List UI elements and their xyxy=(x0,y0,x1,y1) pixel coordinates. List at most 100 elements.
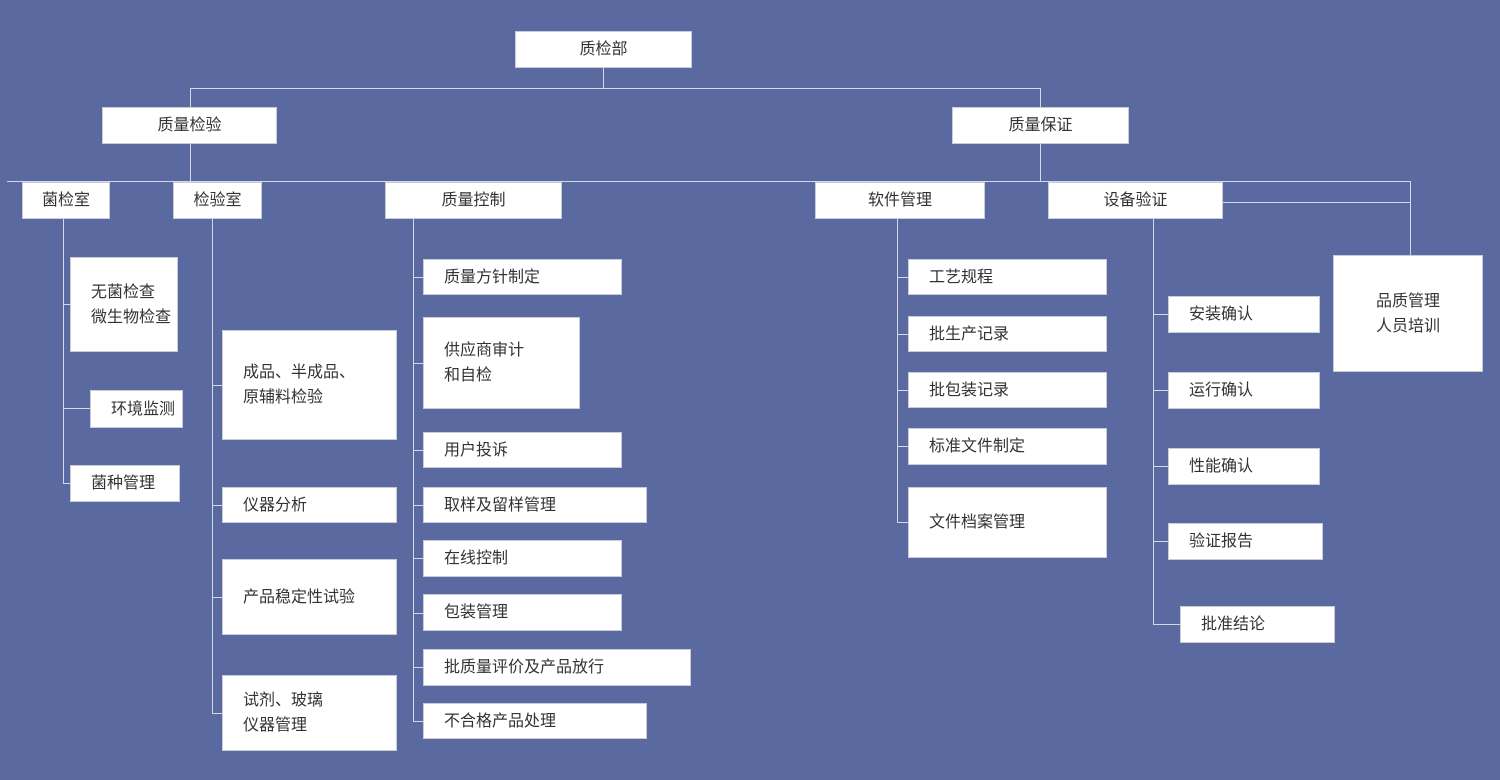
connector-line xyxy=(413,277,423,278)
connector-line xyxy=(897,522,908,523)
connector-line xyxy=(1153,541,1168,542)
node-packaging-management: 包装管理 xyxy=(423,594,622,631)
node-dept-quality-inspection: 质检部 xyxy=(515,31,692,68)
connector-line xyxy=(63,483,70,484)
connector-line xyxy=(1223,202,1410,203)
node-label: 试剂、玻璃 仪器管理 xyxy=(243,692,324,734)
connector-line xyxy=(413,505,423,506)
connector-line xyxy=(897,390,908,391)
node-product-stability-test: 产品稳定性试验 xyxy=(222,559,397,635)
node-reagent-glassware-management: 试剂、玻璃 仪器管理 xyxy=(222,675,397,751)
connector-line xyxy=(1153,219,1154,625)
node-label: 产品稳定性试验 xyxy=(243,588,356,606)
connector-line xyxy=(190,88,1041,89)
node-label: 菌种管理 xyxy=(91,475,156,492)
node-label: 质量控制 xyxy=(441,192,506,209)
node-label: 质量保证 xyxy=(1008,117,1073,134)
node-label: 成品、半成品、 原辅料检验 xyxy=(243,364,356,406)
node-label: 无菌检查 微生物检查 xyxy=(91,283,172,326)
connector-line xyxy=(603,68,604,89)
connector-line xyxy=(413,613,423,614)
node-instrument-analysis: 仪器分析 xyxy=(222,487,397,523)
connector-line xyxy=(190,144,191,182)
node-sterility-microbe-check: 无菌检查 微生物检查 xyxy=(70,257,178,352)
connector-line xyxy=(212,505,222,506)
connector-line xyxy=(63,408,90,409)
node-label: 质检部 xyxy=(579,41,628,58)
node-label: 质量检验 xyxy=(157,117,222,134)
node-batch-evaluation-release: 批质量评价及产品放行 xyxy=(423,649,691,686)
node-quality-testing: 质量检验 xyxy=(102,107,277,144)
node-online-control: 在线控制 xyxy=(423,540,622,577)
node-quality-policy-making: 质量方针制定 xyxy=(423,259,622,295)
node-label: 供应商审计 和自检 xyxy=(444,342,525,384)
node-software-management: 软件管理 xyxy=(815,182,985,219)
node-quality-personnel-training: 品质管理 人员培训 xyxy=(1333,255,1483,372)
node-label: 检验室 xyxy=(193,192,242,209)
connector-line xyxy=(897,277,908,278)
connector-line xyxy=(413,667,423,668)
connector-line xyxy=(63,219,64,484)
node-validation-report: 验证报告 xyxy=(1168,523,1323,560)
node-label: 品质管理 人员培训 xyxy=(1375,292,1440,335)
node-label: 验证报告 xyxy=(1189,533,1254,550)
node-nonconforming-product-handling: 不合格产品处理 xyxy=(423,703,647,739)
node-label: 工艺规程 xyxy=(929,268,994,286)
node-batch-packaging-records: 批包装记录 xyxy=(908,372,1107,408)
node-label: 在线控制 xyxy=(444,550,509,567)
node-label: 运行确认 xyxy=(1189,382,1254,399)
node-process-regulations: 工艺规程 xyxy=(908,259,1107,295)
node-label: 批包装记录 xyxy=(929,381,1010,399)
node-operation-qualification: 运行确认 xyxy=(1168,372,1320,409)
node-approval-conclusion: 批准结论 xyxy=(1180,606,1335,643)
node-product-material-testing: 成品、半成品、 原辅料检验 xyxy=(222,330,397,440)
connector-line xyxy=(63,304,70,305)
node-label: 包装管理 xyxy=(444,604,509,621)
node-standard-document-making: 标准文件制定 xyxy=(908,428,1107,465)
connector-line xyxy=(897,334,908,335)
node-label: 批准结论 xyxy=(1201,616,1266,633)
node-user-complaints: 用户投诉 xyxy=(423,432,622,468)
node-label: 设备验证 xyxy=(1103,192,1168,209)
node-label: 批生产记录 xyxy=(929,325,1010,343)
connector-line xyxy=(190,88,191,107)
connector-line xyxy=(1040,88,1041,107)
connector-line xyxy=(413,558,423,559)
node-sampling-retention-management: 取样及留样管理 xyxy=(423,487,647,523)
node-equipment-validation: 设备验证 xyxy=(1048,182,1223,219)
node-label: 标准文件制定 xyxy=(929,438,1026,455)
connector-line xyxy=(413,219,414,722)
node-document-archive-management: 文件档案管理 xyxy=(908,487,1107,558)
connector-line xyxy=(1153,624,1180,625)
connector-line xyxy=(7,181,1411,182)
connector-line xyxy=(1410,181,1411,256)
connector-line xyxy=(1040,144,1041,181)
node-label: 文件档案管理 xyxy=(929,514,1026,531)
connector-line xyxy=(1153,466,1168,467)
node-label: 环境监测 xyxy=(111,400,176,418)
node-label: 批质量评价及产品放行 xyxy=(444,659,605,676)
node-label: 取样及留样管理 xyxy=(444,496,557,514)
node-label: 软件管理 xyxy=(867,192,932,209)
connector-line xyxy=(897,219,898,523)
node-batch-production-records: 批生产记录 xyxy=(908,316,1107,352)
node-testing-lab: 检验室 xyxy=(173,182,262,219)
node-environment-monitoring: 环境监测 xyxy=(90,390,183,428)
connector-line xyxy=(1153,314,1168,315)
node-installation-qualification: 安装确认 xyxy=(1168,296,1320,333)
connector-line xyxy=(212,713,222,714)
connector-line xyxy=(212,219,213,714)
connector-line xyxy=(413,363,423,364)
connector-line xyxy=(212,385,222,386)
node-label: 不合格产品处理 xyxy=(444,712,557,730)
node-label: 仪器分析 xyxy=(243,496,308,514)
node-quality-assurance: 质量保证 xyxy=(952,107,1129,144)
node-bacteria-lab: 菌检室 xyxy=(22,182,110,219)
connector-line xyxy=(1153,390,1168,391)
node-label: 用户投诉 xyxy=(444,441,509,459)
node-label: 质量方针制定 xyxy=(444,268,541,286)
connector-line xyxy=(212,597,222,598)
connector-line xyxy=(413,450,423,451)
node-strain-management: 菌种管理 xyxy=(70,465,180,502)
node-supplier-audit-self-check: 供应商审计 和自检 xyxy=(423,317,580,409)
